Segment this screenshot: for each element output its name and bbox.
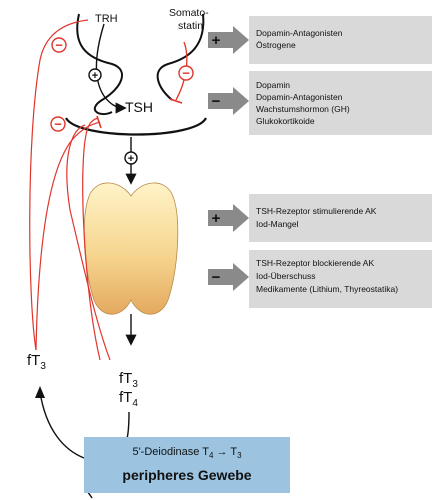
trh-plus-circle: + <box>88 68 102 82</box>
modulator-box-4: − TSH-Rezeptor blockierende AK Iod-Übers… <box>208 250 432 308</box>
box2-sign: − <box>212 93 221 110</box>
trh-label: TRH <box>95 13 118 25</box>
modulator-box-3: + TSH-Rezeptor stimulierende AK Iod-Mang… <box>208 194 432 242</box>
box2-line2: Dopamin-Antagonisten <box>256 92 343 102</box>
box4-line2: Iod-Überschuss <box>256 271 316 281</box>
thyroid-gland <box>83 182 179 315</box>
svg-text:+: + <box>128 153 134 165</box>
feedback-minus-circle-mid: − <box>50 116 66 132</box>
feedback-minus-circle-top: − <box>51 37 67 53</box>
box2-line4: Glukokortikoide <box>256 116 315 126</box>
box3-line2: Iod-Mangel <box>256 219 299 229</box>
box1-sign: + <box>212 32 221 49</box>
svg-text:−: − <box>182 66 190 81</box>
peripheral-tissue-title: peripheres Gewebe <box>122 467 252 483</box>
box4-line1: TSH-Rezeptor blockierende AK <box>256 258 374 268</box>
conversion-arrowhead <box>35 386 45 398</box>
somatostatin-label-line2: statin <box>178 20 203 32</box>
box2-line3: Wachstumshormon (GH) <box>256 104 350 114</box>
svg-text:−: − <box>54 117 62 132</box>
pituitary-outline <box>65 13 207 136</box>
feedback-loops <box>29 19 111 361</box>
box2-line1: Dopamin <box>256 80 290 90</box>
svg-text:−: − <box>55 38 63 53</box>
peripheral-tissue-box: 5'-Deiodinase T4 → T3 peripheres Gewebe <box>84 437 290 493</box>
trh-arrow <box>95 23 127 114</box>
box3-sign: + <box>212 210 221 227</box>
tsh-plus-circle: + <box>124 151 138 165</box>
box1-line1: Dopamin-Antagonisten <box>256 28 343 38</box>
box4-line3: Medikamente (Lithium, Thyreostatika) <box>256 284 398 294</box>
box1-line2: Östrogene <box>256 40 296 50</box>
ft3-left-label: fT3 <box>27 352 46 372</box>
ft4-right-label: fT4 <box>119 389 138 409</box>
modulator-box-2: − Dopamin Dopamin-Antagonisten Wachstums… <box>208 71 432 135</box>
box3-line1: TSH-Rezeptor stimulierende AK <box>256 206 377 216</box>
tsh-label: TSH <box>125 99 153 115</box>
ft3-right-label: fT3 <box>119 370 138 390</box>
somatostatin-label-line1: Somato- <box>169 7 209 19</box>
box4-sign: − <box>212 269 221 286</box>
deiodinase-text: 5'-Deiodinase T4 → T3 <box>132 446 242 461</box>
svg-text:+: + <box>92 70 98 82</box>
somatostatin-minus-circle: − <box>178 65 194 81</box>
modulator-box-1: + Dopamin-Antagonisten Östrogene <box>208 16 432 64</box>
